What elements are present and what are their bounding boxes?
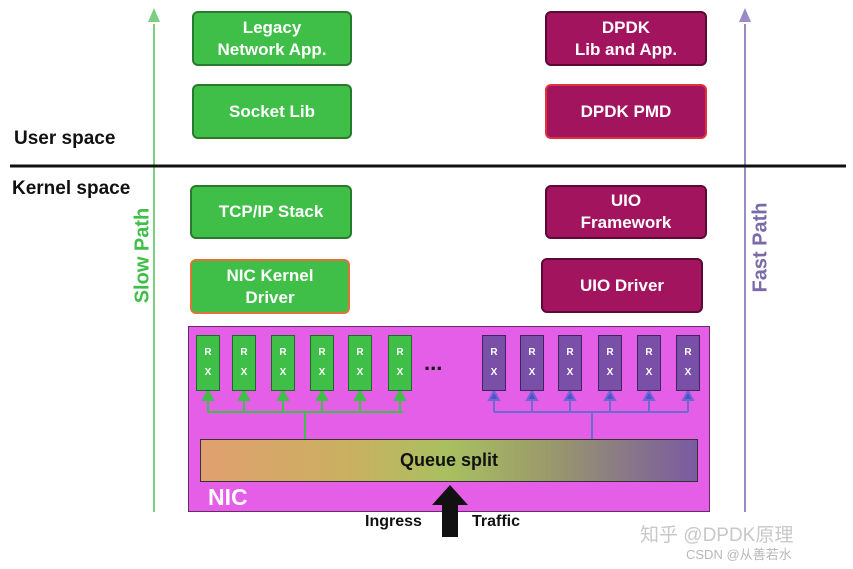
traffic-label: Traffic (472, 513, 521, 530)
ingress-arrow-icon (432, 485, 468, 537)
socket-lib-box: Socket Lib (192, 84, 352, 139)
nic-label: NIC (208, 484, 248, 510)
queue-split-label: Queue split (399, 450, 498, 470)
watermark-zhihu: 知乎 @DPDK原理 (640, 525, 794, 546)
kernel-space-label: Kernel space (12, 178, 131, 199)
nic-kernel-driver-box: NIC Kernel Driver (190, 259, 350, 314)
dpdk-pmd-box: DPDK PMD (545, 84, 707, 139)
watermark-csdn: CSDN @从善若水 (686, 547, 792, 562)
queue-split-box: Queue split (200, 439, 698, 482)
uio-framework-box: UIO Framework (545, 185, 707, 239)
slow-path-arrowhead (148, 8, 160, 22)
legacy-network-app-box: Legacy Network App. (192, 11, 352, 66)
tcpip-stack-box: TCP/IP Stack (190, 185, 352, 239)
rx-ellipsis: ... (424, 350, 443, 375)
fast-path-arrowhead (739, 8, 751, 22)
dpdk-lib-app-box: DPDK Lib and App. (545, 11, 707, 66)
uio-driver-box: UIO Driver (541, 258, 703, 313)
user-space-label: User space (14, 128, 116, 149)
ingress-label: Ingress (365, 513, 422, 530)
